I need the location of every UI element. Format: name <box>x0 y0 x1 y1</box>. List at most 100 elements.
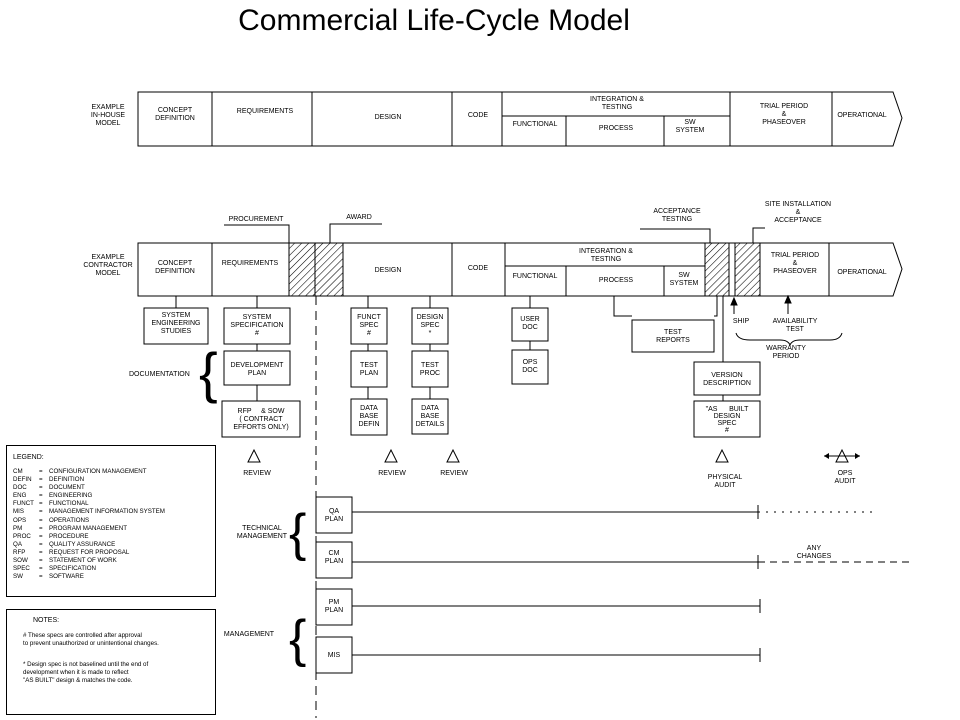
document-connectors <box>175 296 724 401</box>
mis-label: MIS <box>328 652 341 659</box>
legend-equals: = <box>39 500 43 508</box>
legend-equals: = <box>39 476 43 484</box>
legend-definition: PROCEDURE <box>49 532 89 540</box>
legend-definition: FUNCTIONAL <box>49 500 89 508</box>
notes-title: NOTES: <box>33 617 60 624</box>
note-line: "AS BUILT" design & matches the code. <box>23 677 133 684</box>
legend-item: PM=PROGRAM MANAGEMENT <box>13 525 165 533</box>
site-installation-hatch-block <box>734 242 761 297</box>
legend-abbr: QA <box>13 540 22 548</box>
warranty-brace <box>735 332 843 347</box>
legend-abbr: DEFIN <box>13 476 32 484</box>
legend-definition: DEFINITION <box>49 476 85 484</box>
procurement-label: PROCUREMENT <box>229 216 285 223</box>
contractor-phase-process: PROCESS <box>599 277 634 284</box>
review-delta-3 <box>446 448 460 463</box>
legend-item: OPS = OPERATIONS <box>13 517 165 525</box>
legend-equals: = <box>39 468 43 475</box>
legend-abbr: OPS <box>13 516 27 524</box>
legend-abbr: PM <box>13 524 23 532</box>
documentation-brace-group: DOCUMENTATION { <box>129 341 218 404</box>
legend-item: MIS=MANAGEMENT INFORMATION SYSTEM <box>13 508 165 516</box>
legend-equals: = <box>39 532 43 540</box>
legend-abbr: DOC <box>13 484 27 492</box>
contractor-phase-integration: INTEGRATION &TESTING <box>579 248 633 263</box>
management-brace: { <box>289 610 306 668</box>
review-label-3: REVIEW <box>440 470 468 477</box>
award-label: AWARD <box>346 214 372 221</box>
legend-item: DEFIN = DEFINITION <box>13 476 165 484</box>
review-delta-1 <box>247 448 261 463</box>
review-label-2: REVIEW <box>378 470 406 477</box>
contractor-phase-design: DESIGN <box>375 267 402 274</box>
cm-plan-box <box>315 541 353 579</box>
legend-title: LEGEND: <box>13 454 44 461</box>
note-controlled-specs: # These specs are controlled after appro… <box>23 632 213 648</box>
legend-abbr: ENG <box>13 492 27 500</box>
pm-plan-box <box>315 588 353 626</box>
inhouse-phase-process: PROCESS <box>599 125 634 132</box>
site-installation-label: SITE INSTALLATION&ACCEPTANCE <box>765 201 831 224</box>
legend-equals: = <box>39 573 43 581</box>
legend-abbr: PROC <box>13 532 31 540</box>
legend-definition: CONFIGURATION MANAGEMENT <box>49 468 147 475</box>
legend-equals: = <box>39 565 43 573</box>
legend-item: SOW=STATEMENT OF WORK <box>13 557 165 565</box>
legend-item: ENG = ENGINEERING <box>13 492 165 500</box>
note-line: development when it is made to reflect <box>23 669 129 676</box>
legend-item: SPEC=SPECIFICATION <box>13 565 165 573</box>
legend-equals: = <box>39 548 43 556</box>
contractor-phase-trial: TRIAL PERIOD&PHASEOVER <box>771 252 819 275</box>
legend-item: RFP = REQUEST FOR PROPOSAL <box>13 549 165 557</box>
legend-definition: STATEMENT OF WORK <box>49 557 117 565</box>
inhouse-model-lane <box>137 91 903 147</box>
legend-definition: REQUEST FOR PROPOSAL <box>49 548 130 556</box>
contractor-phase-code: CODE <box>468 265 489 272</box>
legend-equals: = <box>39 557 43 565</box>
legend-abbr: RFP <box>13 548 26 556</box>
legend-definition: SOFTWARE <box>49 573 84 581</box>
legend-equals: = <box>39 516 43 524</box>
contractor-phase-functional: FUNCTIONAL <box>513 273 558 280</box>
acceptance-testing-hatch-block <box>704 242 730 297</box>
legend-abbr: SPEC <box>13 565 30 573</box>
legend-definition: ENGINEERING <box>49 492 93 500</box>
legend-item: DOC=DOCUMENT <box>13 484 165 492</box>
note-line: * Design spec is not baselined until the… <box>23 661 149 668</box>
contractor-phase-operational: OPERATIONAL <box>837 269 886 276</box>
legend-definition: OPERATIONS <box>49 516 90 524</box>
legend-definition: PROGRAM MANAGEMENT <box>49 524 128 532</box>
note-line: to prevent unauthorized or unintentional… <box>23 640 159 647</box>
legend-equals: = <box>39 492 43 500</box>
documentation-brace: { <box>199 341 218 404</box>
inhouse-phase-trial: TRIAL PERIOD&PHASEOVER <box>760 103 808 126</box>
